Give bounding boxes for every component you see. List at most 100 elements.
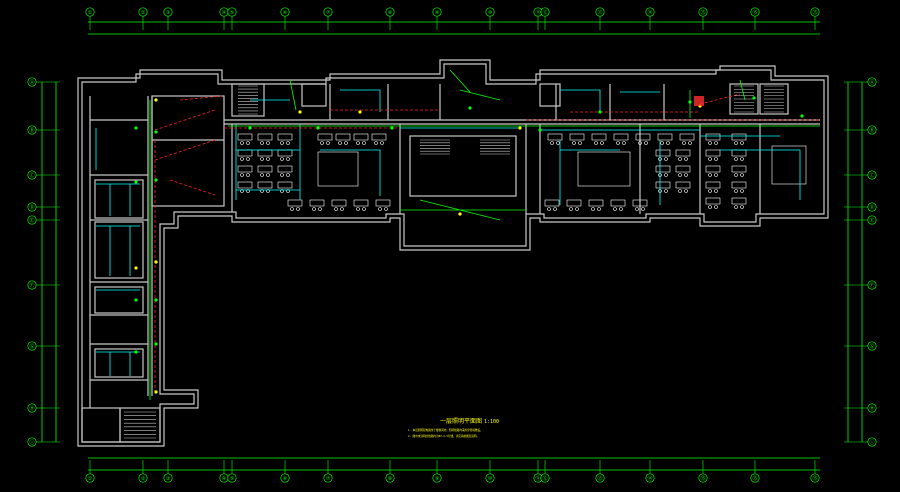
grid-bubble-label: Ⓔ <box>29 217 34 224</box>
grid-bubble <box>138 7 148 17</box>
dimension-lines <box>41 21 863 471</box>
grid-bubble <box>323 7 333 17</box>
grid-bubble <box>595 473 605 483</box>
light-fixture-symbol <box>154 390 158 394</box>
grid-bubble <box>27 202 37 212</box>
light-fixture-symbol <box>154 98 158 102</box>
light-fixture-symbol <box>248 126 252 130</box>
grid-bubble <box>280 7 290 17</box>
light-fixture-symbol <box>752 96 756 100</box>
grid-bubble <box>27 125 37 135</box>
grid-bubble <box>698 473 708 483</box>
grid-bubble-label: ⑩ <box>488 476 493 482</box>
grid-bubble-label: ⑦ <box>326 10 331 16</box>
grid-bubble-label: ① <box>88 10 93 16</box>
grid-bubble-label: Ⓑ <box>29 127 34 134</box>
grid-bubble-label: ⑪ <box>535 475 540 482</box>
grid-bubble-label: ③ <box>166 476 171 482</box>
drawing-title: 一层照明平面图 <box>440 418 482 425</box>
light-fixture-symbol <box>800 114 804 118</box>
grid-bubble-label: Ⓖ <box>29 343 34 350</box>
grid-bubble-label: ⑫ <box>542 475 547 482</box>
light-fixture-symbol <box>154 260 158 264</box>
grid-bubble <box>750 473 760 483</box>
grid-bubble <box>27 403 37 413</box>
light-fixture-symbol <box>154 130 158 134</box>
grid-bubble <box>280 473 290 483</box>
grid-bubble <box>432 7 442 17</box>
drawing-scale: 1:100 <box>484 419 499 425</box>
grid-bubble <box>227 473 237 483</box>
grid-bubble-label: Ⓓ <box>869 204 874 211</box>
grid-bubble-label: Ⓒ <box>29 172 34 179</box>
light-fixture-symbol <box>134 350 138 354</box>
light-fixture-symbol <box>134 298 138 302</box>
grid-bubble <box>867 341 877 351</box>
light-fixture-symbol <box>390 126 394 130</box>
grid-bubble <box>27 341 37 351</box>
grid-bubble-label: Ⓑ <box>869 127 874 134</box>
building-walls <box>77 59 829 447</box>
grid-bubble <box>867 202 877 212</box>
grid-bubble-label: Ⓐ <box>29 79 34 86</box>
grid-bubble <box>27 215 37 225</box>
light-fixture-symbol <box>154 178 158 182</box>
light-fixture-symbol <box>518 126 522 130</box>
grid-bubble-label: ⑭ <box>647 475 652 482</box>
light-fixture-symbol <box>134 266 138 270</box>
grid-bubble-label: ⑤ <box>230 10 235 16</box>
grid-bubble <box>485 7 495 17</box>
grid-bubble-label: ③ <box>166 10 171 16</box>
grid-bubble <box>138 473 148 483</box>
grid-bubble-label: ⑥ <box>283 10 288 16</box>
grid-bubble <box>432 473 442 483</box>
grid-bubble <box>163 473 173 483</box>
grid-bubble-label: ⑧ <box>388 476 393 482</box>
grid-bubble-label: Ⓖ <box>869 343 874 350</box>
grid-bubble-label: Ⓗ <box>869 405 874 412</box>
grid-bubble <box>867 125 877 135</box>
grid-bubble <box>27 280 37 290</box>
grid-bubble-label: ⑭ <box>647 9 652 16</box>
grid-bubble-label: ⑮ <box>752 9 757 16</box>
grid-bubble <box>867 215 877 225</box>
grid-bubble-label: Ⓐ <box>869 79 874 86</box>
grid-bubble <box>27 437 37 447</box>
light-fixture-symbol <box>538 128 542 132</box>
light-fixture-symbol <box>358 110 362 114</box>
grid-bubble-label: ⑮ <box>812 475 817 482</box>
grid-bubble-label: ⑦ <box>326 476 331 482</box>
grid-bubble-label: ⑬ <box>597 475 602 482</box>
furniture-desks <box>237 133 807 211</box>
drawing-note-2: 2. 图中未注明的线路均为BV-2.5导线，详见系统图及说明。 <box>408 434 479 438</box>
light-fixture-symbol <box>468 106 472 110</box>
grid-bubble-label: ④ <box>222 476 227 482</box>
grid-bubble <box>867 437 877 447</box>
stair-hatching <box>124 85 784 439</box>
grid-bubble-label: ④ <box>222 10 227 16</box>
grid-bubble-label: ⑩ <box>488 10 493 16</box>
light-fixture-symbol <box>134 180 138 184</box>
grid-bubble <box>750 7 760 17</box>
grid-bubble <box>867 77 877 87</box>
grid-bubble <box>867 280 877 290</box>
grid-bubble-label: ② <box>141 10 146 16</box>
grid-bubble-label: Ⓓ <box>29 204 34 211</box>
grid-bubble <box>27 170 37 180</box>
light-fixture-symbol <box>316 126 320 130</box>
grid-bubble <box>385 473 395 483</box>
grid-bubble <box>867 170 877 180</box>
grid-bubble <box>867 403 877 413</box>
light-fixtures <box>134 96 804 394</box>
grid-bubble-label: ⑮ <box>700 9 705 16</box>
drawing-caption: 一层照明平面图 1:100 1. 本层照明配电箱位于楼梯间内，照明线路均采用穿管… <box>408 418 499 438</box>
grid-bubble-label: ⑥ <box>283 476 288 482</box>
grid-bubble <box>540 7 550 17</box>
grid-bubble <box>85 473 95 483</box>
grid-bubble <box>645 473 655 483</box>
